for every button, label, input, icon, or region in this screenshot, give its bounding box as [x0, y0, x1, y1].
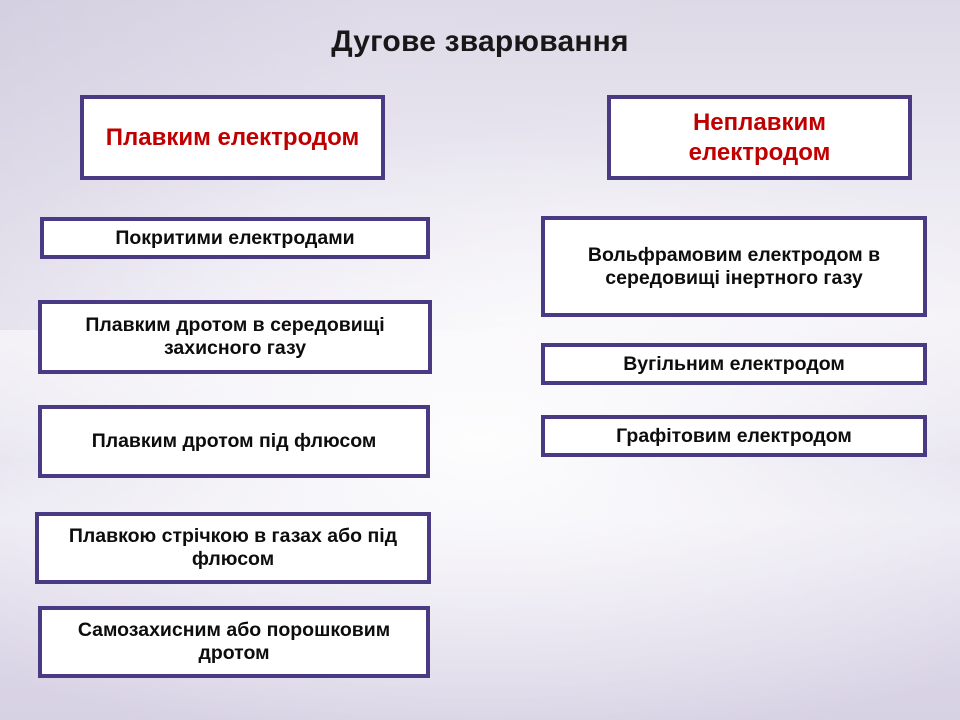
column-header-non-melting-electrode[interactable]: Неплавким електродом	[607, 95, 912, 180]
node-label: Вольфрамовим електродом в середовищі іне…	[587, 243, 881, 289]
node-right-1[interactable]: Вольфрамовим електродом в середовищі іне…	[541, 216, 927, 317]
page-title: Дугове зварювання	[331, 25, 629, 58]
node-left-4[interactable]: Плавкою стрічкою в газах або під флюсом	[35, 512, 431, 584]
node-label: Плавким дротом під флюсом	[91, 430, 377, 452]
node-left-1[interactable]: Покритими електродами	[40, 217, 430, 259]
node-left-2[interactable]: Плавким дротом в середовищі захисного га…	[38, 300, 432, 374]
node-left-3[interactable]: Плавким дротом під флюсом	[38, 405, 430, 478]
node-label: Плавкою стрічкою в газах або під флюсом	[68, 525, 398, 570]
column-header-melting-electrode[interactable]: Плавким електродом	[80, 95, 385, 180]
node-label: Покритими електродами	[115, 226, 355, 249]
node-right-2[interactable]: Вугільним електродом	[541, 343, 927, 385]
column-header-label: Неплавким електродом	[688, 109, 831, 166]
column-header-label: Плавким електродом	[105, 123, 360, 151]
node-label: Самозахисним або порошковим дротом	[77, 619, 391, 664]
node-label: Плавким дротом в середовищі захисного га…	[85, 314, 385, 359]
node-right-3[interactable]: Графітовим електродом	[541, 415, 927, 457]
node-left-5[interactable]: Самозахисним або порошковим дротом	[38, 606, 430, 678]
node-label: Графітовим електродом	[616, 424, 852, 447]
node-label: Вугільним електродом	[623, 352, 845, 375]
